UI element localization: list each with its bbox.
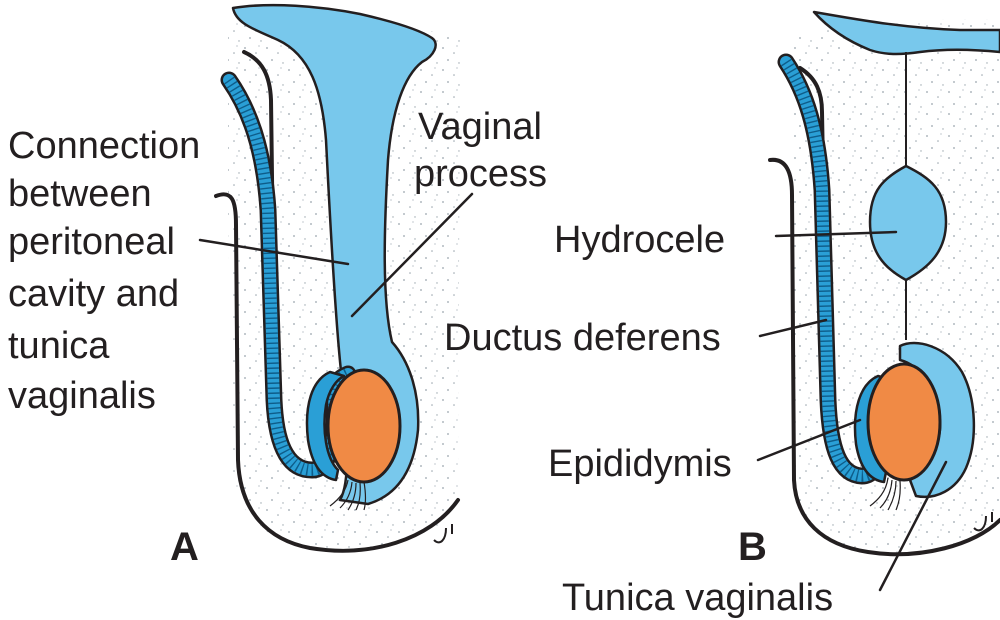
panel-b-testis xyxy=(868,364,940,480)
label-vaginal-process-line2: process xyxy=(414,153,547,195)
panel-a-artist-mark xyxy=(434,524,452,542)
label-connection-line5: tunica xyxy=(8,325,110,367)
panel-a-testis xyxy=(328,370,400,482)
label-connection-line6: vaginalis xyxy=(8,375,156,417)
label-connection-line3: peritoneal xyxy=(8,221,175,263)
label-tunica-vaginalis: Tunica vaginalis xyxy=(562,577,833,619)
label-connection-line1: Connection xyxy=(8,125,200,167)
panel-a: Vaginal process Connection between perit… xyxy=(8,5,547,569)
label-connection-line2: between xyxy=(8,173,152,215)
label-connection-line4: cavity and xyxy=(8,273,179,315)
label-ductus-deferens: Ductus deferens xyxy=(444,317,721,359)
label-hydrocele: Hydrocele xyxy=(554,219,725,261)
panel-b-letter: B xyxy=(738,525,767,569)
panel-b: Hydrocele Ductus deferens Epididymis Tun… xyxy=(444,12,1000,619)
label-vaginal-process-line1: Vaginal xyxy=(418,106,542,148)
label-epididymis: Epididymis xyxy=(548,443,732,485)
panel-a-letter: A xyxy=(170,525,199,569)
